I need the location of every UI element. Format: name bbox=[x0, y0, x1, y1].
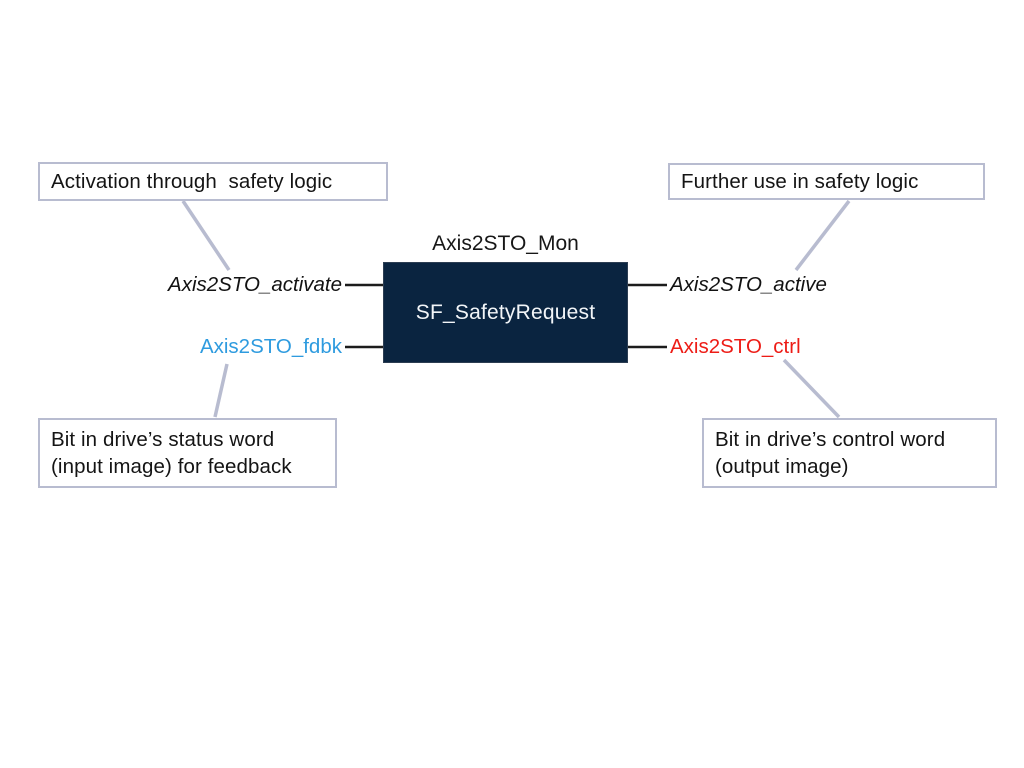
function-block-instance-name: Axis2STO_Mon bbox=[432, 232, 579, 255]
leader-line-status-word bbox=[213, 363, 229, 418]
leader-line-control-word bbox=[782, 358, 841, 419]
function-block-sf-safetyrequest[interactable]: SF_SafetyRequest bbox=[383, 262, 628, 363]
port-label-axis2sto-ctrl: Axis2STO_ctrl bbox=[670, 335, 801, 358]
callout-status-word-line-1: Bit in drive’s status word bbox=[51, 427, 275, 451]
callout-control-word: Bit in drive’s control word (output imag… bbox=[702, 418, 997, 488]
callout-activation-line-1: Activation through safety logic bbox=[51, 169, 333, 193]
callout-activation-through-safety-logic: Activation through safety logic bbox=[38, 162, 388, 201]
port-label-axis2sto-activate: Axis2STO_activate bbox=[168, 273, 342, 296]
leader-line-activation bbox=[181, 200, 231, 271]
leader-line-further-use bbox=[794, 199, 851, 272]
callout-control-word-line-1: Bit in drive’s control word bbox=[715, 427, 946, 451]
callout-further-use-in-safety-logic: Further use in safety logic bbox=[668, 163, 985, 200]
callout-further-use-line-1: Further use in safety logic bbox=[681, 169, 919, 193]
callout-status-word: Bit in drive’s status word (input image)… bbox=[38, 418, 337, 488]
port-label-axis2sto-fdbk: Axis2STO_fdbk bbox=[199, 335, 342, 358]
function-block-type-name: SF_SafetyRequest bbox=[415, 300, 596, 324]
callout-status-word-line-2: (input image) for feedback bbox=[51, 454, 292, 478]
callout-control-word-line-2: (output image) bbox=[715, 454, 849, 478]
port-label-axis2sto-active: Axis2STO_active bbox=[670, 273, 827, 296]
